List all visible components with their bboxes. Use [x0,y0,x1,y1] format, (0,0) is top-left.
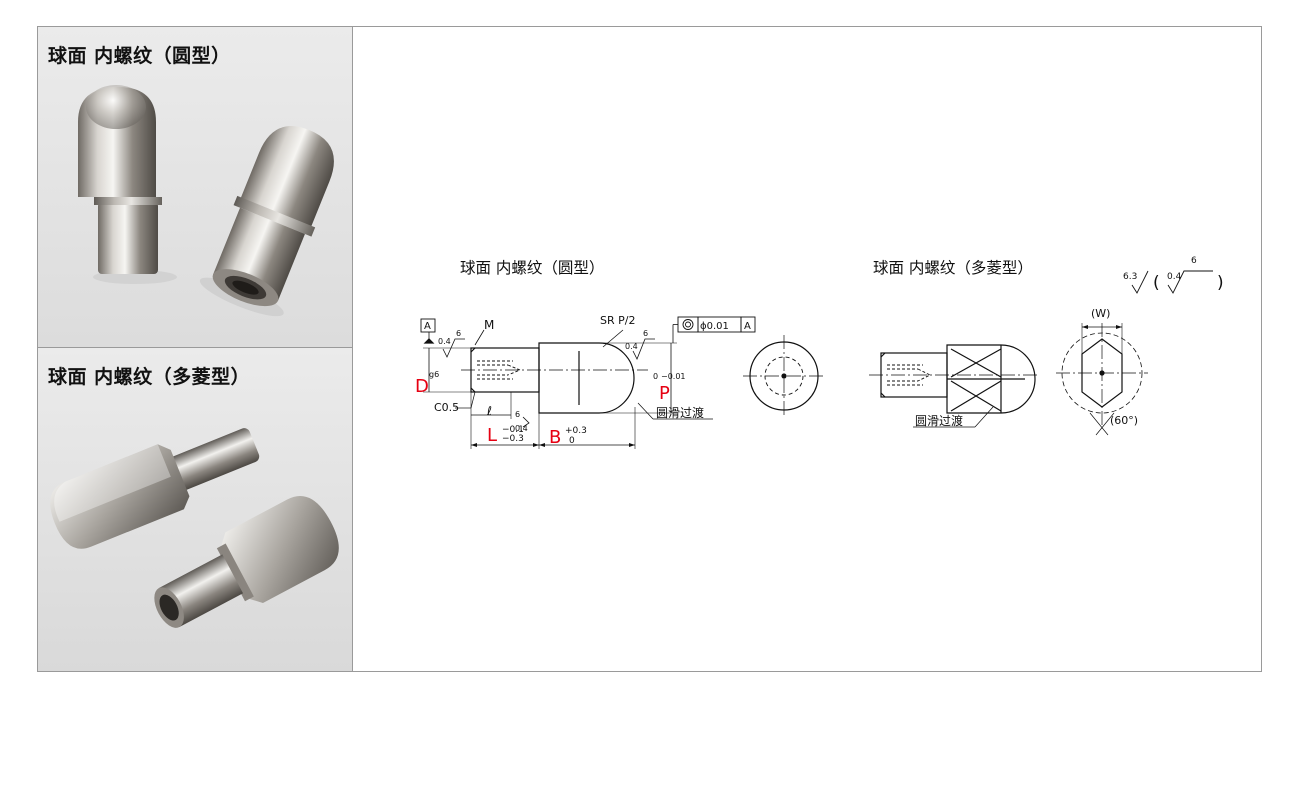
datum-label: A [424,321,431,332]
round-drawing-title: 球面 内螺纹（圆型） [460,259,604,277]
tolerance-datum: A [744,321,751,332]
smooth-transition-label: 圆滑过渡 [656,405,704,420]
product-cell-round: 球面 内螺纹（圆型） [38,27,352,348]
dim-b: B [549,427,561,448]
round-head-outline [538,342,635,414]
roughness-fine-b: 6 [1191,256,1197,266]
sphere-label: SR P/2 [600,314,635,327]
tolerance-value: ϕ0.01 [700,321,729,332]
chamfer-label: C0.5 [434,401,459,414]
dim-p-tol-lower: −0.01 [661,372,686,381]
ell-label: ℓ [486,404,492,418]
dim-p: P [659,383,670,404]
dim-b-tol-upper: +0.3 [565,426,587,436]
round-pin-photo [38,27,352,347]
thread-label: M [484,318,494,332]
dim-b-tol-lower: 0 [569,436,575,446]
product-title: 球面 内螺纹（圆型） [48,45,231,67]
product-table: 球面 内螺纹（圆型） [37,26,1262,672]
rough-d-b: 6 [456,329,461,338]
dim-d-tol: g6 [429,370,439,379]
technical-drawing: 球面 内螺纹（圆型） 球面 内螺纹（多菱型） 6.3 ( 0.4 6 ) A 0… [353,27,1261,671]
svg-text:(: ( [1153,273,1160,293]
rough-ball-b: 6 [643,329,648,338]
product-cell-hex: 球面 内螺纹（多菱型） [38,348,352,671]
product-column: 球面 内螺纹（圆型） [38,27,353,671]
hex-head-outline [946,344,1036,414]
hex-pin-photo [38,348,352,671]
width-label: (W) [1091,307,1110,320]
dim-l-tol-upper: −0.1 [502,425,524,435]
drawing-canvas: 球面 内螺纹（圆型） 球面 内螺纹（多菱型） 6.3 ( 0.4 6 ) A 0… [415,256,1224,449]
dim-l-tol-lower: −0.3 [502,434,524,444]
rough-shoulder-a: 6 [515,410,520,419]
dim-l: L [487,425,497,446]
smooth-transition-hex-label: 圆滑过渡 [915,413,963,428]
product-title: 球面 内螺纹（多菱型） [48,366,251,388]
rough-shoulder-b: 0.4 [515,424,528,433]
hex-drawing-title: 球面 内螺纹（多菱型） [873,259,1033,277]
angle-label: (60°) [1110,414,1138,427]
roughness-general: 6.3 [1123,272,1137,282]
rough-ball: 0.4 [625,342,638,351]
roughness-fine: 0.4 [1167,272,1182,282]
svg-text:): ) [1217,273,1224,293]
rough-d: 0.4 [438,337,451,346]
dim-d: D [415,376,429,397]
dim-p-tol-upper: 0 [653,372,658,381]
